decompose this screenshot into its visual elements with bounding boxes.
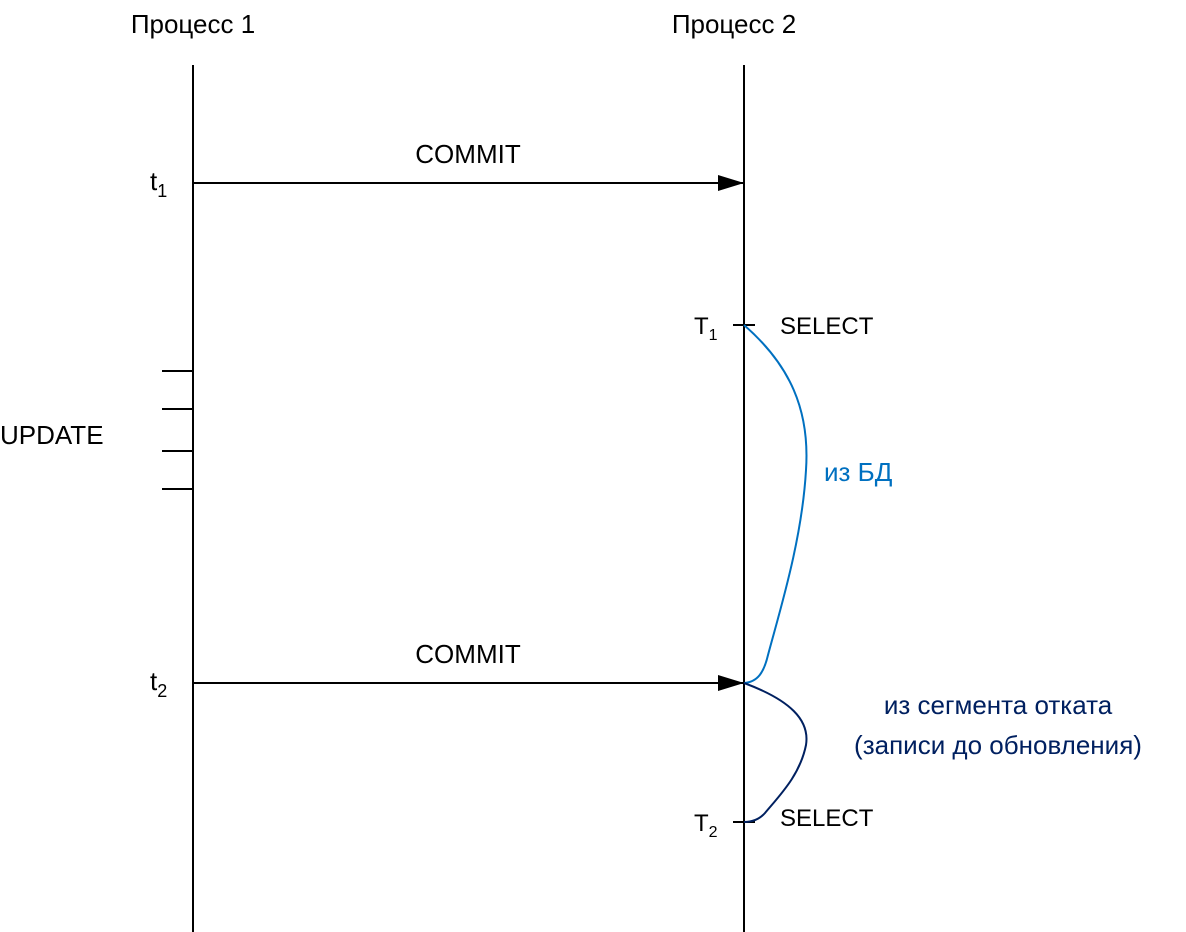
update-label: UPDATE <box>0 420 104 450</box>
commit-2-label: COMMIT <box>415 639 521 669</box>
time-t2-label: t2 <box>150 666 167 701</box>
select-2-label: SELECT <box>780 805 874 832</box>
from-rollback-label-line1: из сегмента отката <box>884 690 1113 720</box>
process-2-title: Процесс 2 <box>672 9 796 39</box>
from-rollback-curve <box>743 682 808 823</box>
process-1-title: Процесс 1 <box>131 9 255 39</box>
commit-1-label: COMMIT <box>415 139 521 169</box>
time-t1-label: t1 <box>150 166 167 201</box>
from-rollback-label-line2: (записи до обновления) <box>854 730 1142 760</box>
from-db-label: из БД <box>824 457 893 487</box>
from-db-curve <box>743 324 808 684</box>
time-T2-label: T2 <box>694 810 718 841</box>
select-1-label: SELECT <box>780 313 874 340</box>
time-T1-label: T1 <box>694 313 718 344</box>
update-ticks <box>162 370 193 490</box>
